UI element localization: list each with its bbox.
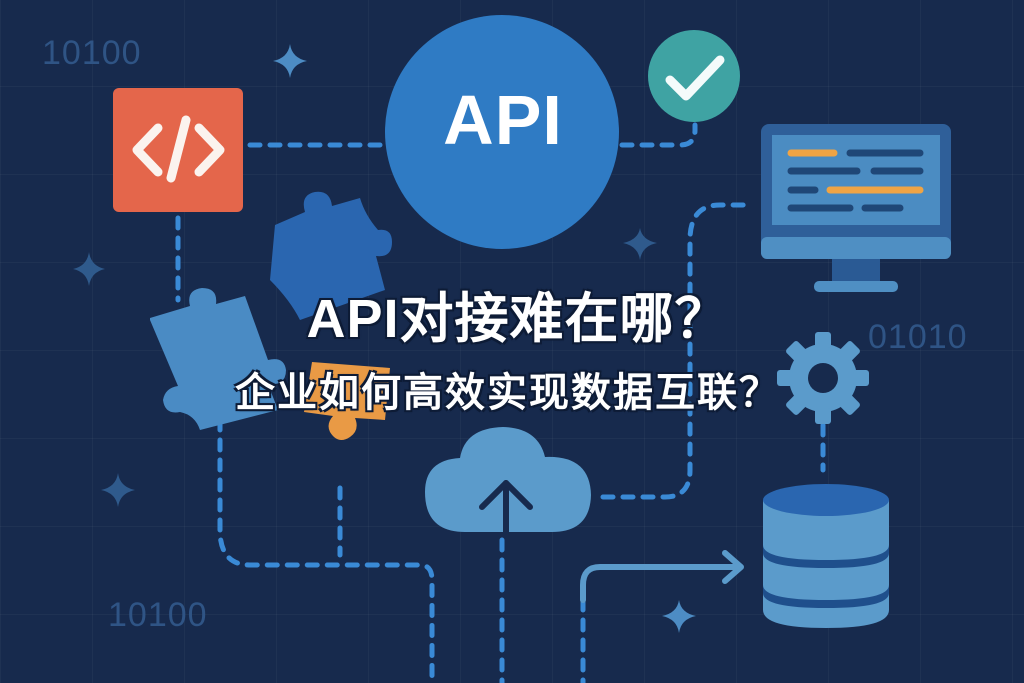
binary-label-top-left: 10100 [42, 34, 142, 72]
dashed-connectors [175, 122, 826, 683]
binary-label-right: 01010 [868, 318, 968, 356]
api-circle [385, 15, 619, 249]
database-icon [763, 484, 889, 628]
sparkle-icon [73, 44, 696, 633]
api-badge-label: API [443, 81, 563, 159]
headline-main: API对接难在哪？ [306, 289, 730, 349]
checkmark-icon [648, 30, 740, 122]
code-icon [113, 88, 243, 212]
binary-label-bottom-left: 10100 [108, 596, 208, 634]
arrow-right-icon [580, 550, 744, 603]
cloud-upload-icon [425, 427, 591, 535]
monitor-icon [761, 124, 951, 292]
puzzle-piece-icon [150, 191, 392, 441]
gear-icon [777, 332, 869, 424]
headline-sub: 企业如何高效实现数据互联？ [235, 371, 781, 415]
